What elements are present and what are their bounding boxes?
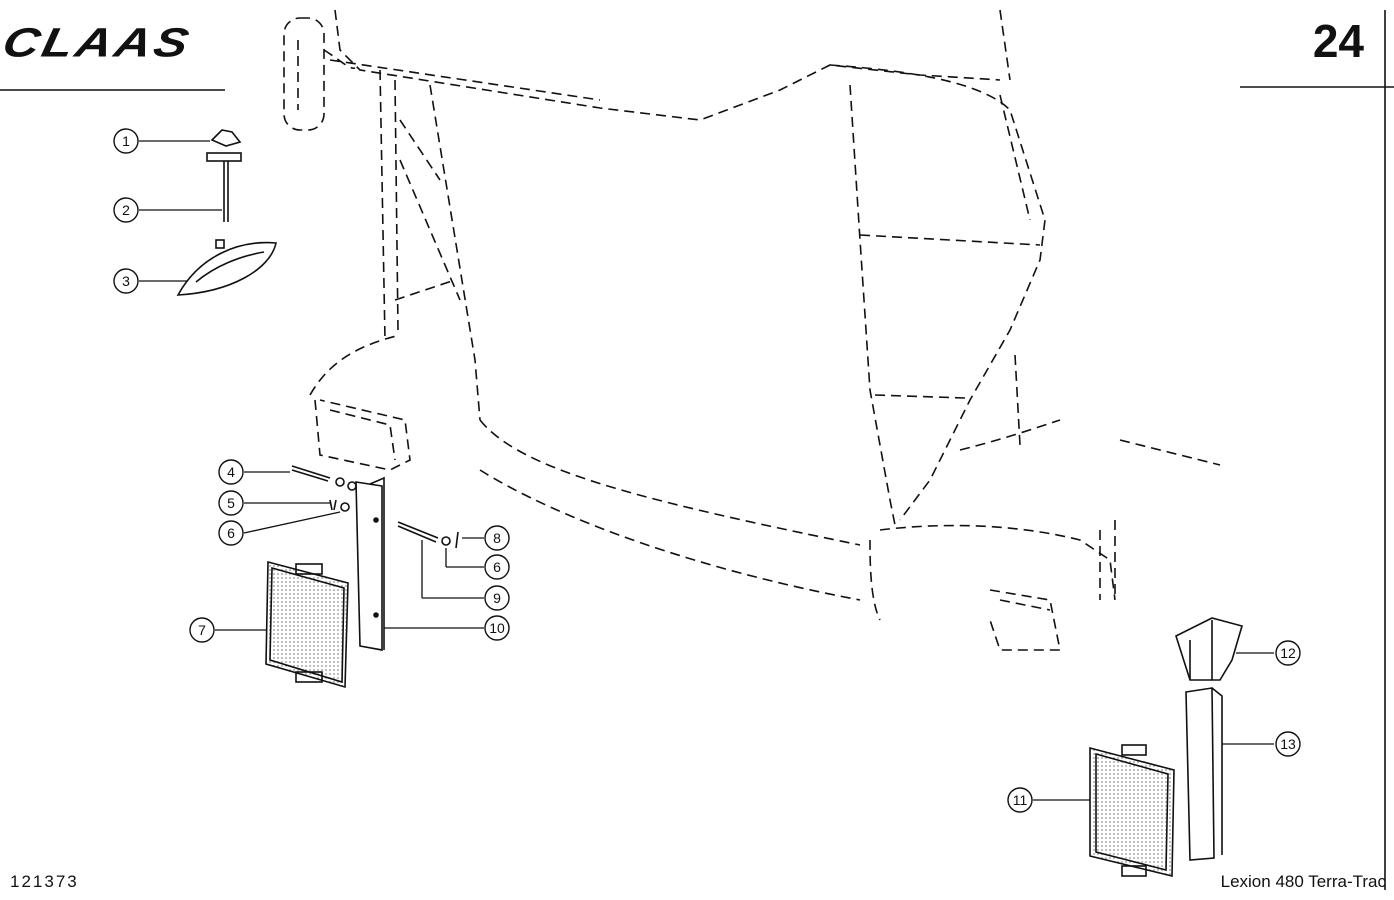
callout-labels: 1 2 3 4 5 6 7 8 6 9 10 11 12 13: [122, 133, 1296, 808]
part-upright-bracket-right: [1185, 687, 1223, 861]
drawing-number: 121373: [10, 872, 79, 891]
callout-13: 13: [1280, 736, 1296, 752]
part-bolt-long: [206, 152, 242, 222]
callout-5: 5: [227, 495, 235, 511]
leader-lines: [139, 140, 1274, 801]
part-work-lamp: [176, 239, 277, 296]
callout-6-second: 6: [493, 559, 501, 575]
callout-1: 1: [122, 133, 130, 149]
callout-12: 12: [1280, 645, 1296, 661]
part-reflector-plate-right: [1089, 744, 1175, 878]
part-bracket-clip: [210, 129, 242, 147]
part-cotter-pin: [329, 499, 350, 512]
callout-4: 4: [227, 464, 235, 480]
callout-2: 2: [122, 202, 130, 218]
callout-circles: [113, 128, 1301, 813]
part-upright-bracket-left: [355, 476, 385, 651]
part-hex-bolt: [291, 465, 357, 491]
model-name: Lexion 480 Terra-Trac: [1220, 872, 1386, 891]
callout-6: 6: [227, 525, 235, 541]
page-number: 24: [1312, 15, 1364, 67]
callout-9: 9: [493, 590, 501, 606]
frame-lines: [0, 10, 1394, 890]
callout-10: 10: [489, 620, 505, 636]
callout-8: 8: [493, 530, 501, 546]
part-pin-rod: [397, 521, 459, 549]
callout-11: 11: [1013, 792, 1028, 808]
part-reflector-plate-left: [265, 560, 349, 689]
callout-3: 3: [122, 273, 130, 289]
machine-cab-outline: [283, 9, 1221, 651]
callout-7: 7: [198, 622, 206, 638]
part-mounting-bracket-right: [1175, 617, 1243, 681]
